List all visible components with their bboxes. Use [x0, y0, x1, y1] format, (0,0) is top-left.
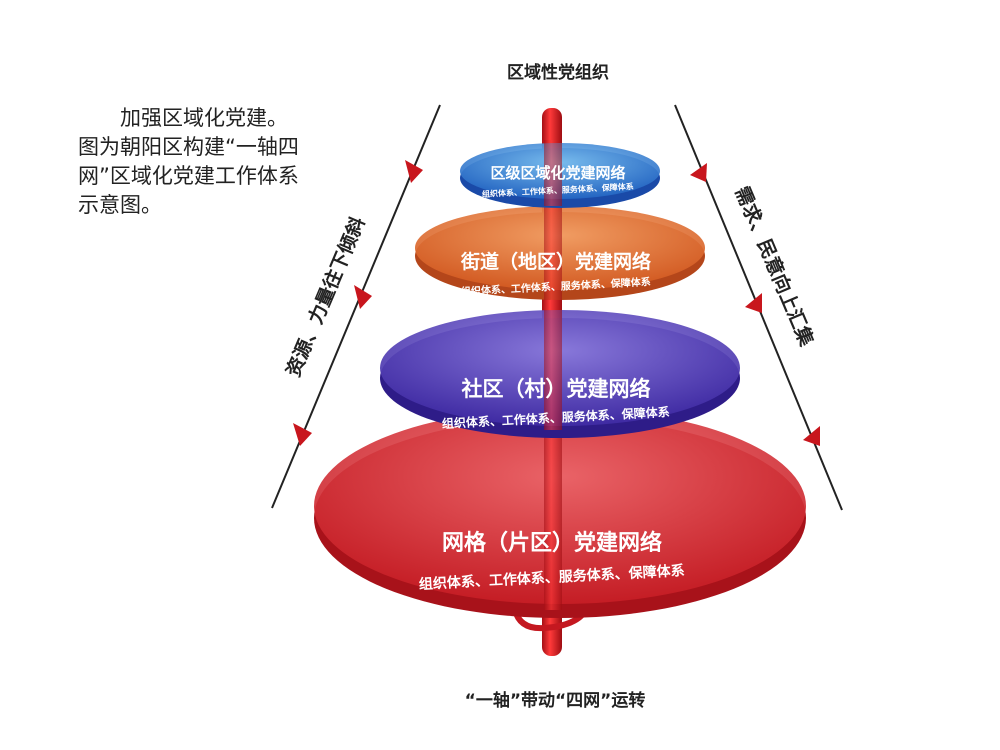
top-label: 区域性党组织 [507, 62, 609, 83]
caption-text: 加强区域化党建。图为朝阳区构建“一轴四网”区域化党建工作体系示意图。 [78, 106, 299, 217]
up-arrow-icon [690, 163, 707, 182]
tier-street-network: 街道（地区）党建网络 组织体系、工作体系、服务体系、保障体系 [415, 206, 705, 300]
tier-title: 社区（村）党建网络 [461, 377, 651, 401]
tier-grid-network: 网格（片区）党建网络 组织体系、工作体系、服务体系、保障体系 [314, 408, 806, 618]
right-flow-label: 需求、民意向上汇集 [730, 183, 818, 350]
down-arrow-icon [405, 160, 423, 183]
tier-title: 网格（片区）党建网络 [442, 530, 662, 556]
left-flow-label: 资源、力量往下倾斜 [281, 214, 369, 380]
down-arrow-icon [354, 285, 372, 309]
down-arrow-icon [293, 423, 312, 446]
tier-title: 区级区域化党建网络 [490, 164, 625, 182]
tier-community-network: 社区（村）党建网络 组织体系、工作体系、服务体系、保障体系 [380, 310, 740, 438]
up-arrow-icon [803, 426, 820, 446]
up-arrow-icon [745, 293, 762, 313]
tier-district-network: 区级区域化党建网络 组织体系、工作体系、服务体系、保障体系 [460, 140, 660, 208]
tier-title: 街道（地区）党建网络 [460, 250, 651, 273]
bottom-label: “一轴”带动“四网”运转 [465, 690, 646, 711]
